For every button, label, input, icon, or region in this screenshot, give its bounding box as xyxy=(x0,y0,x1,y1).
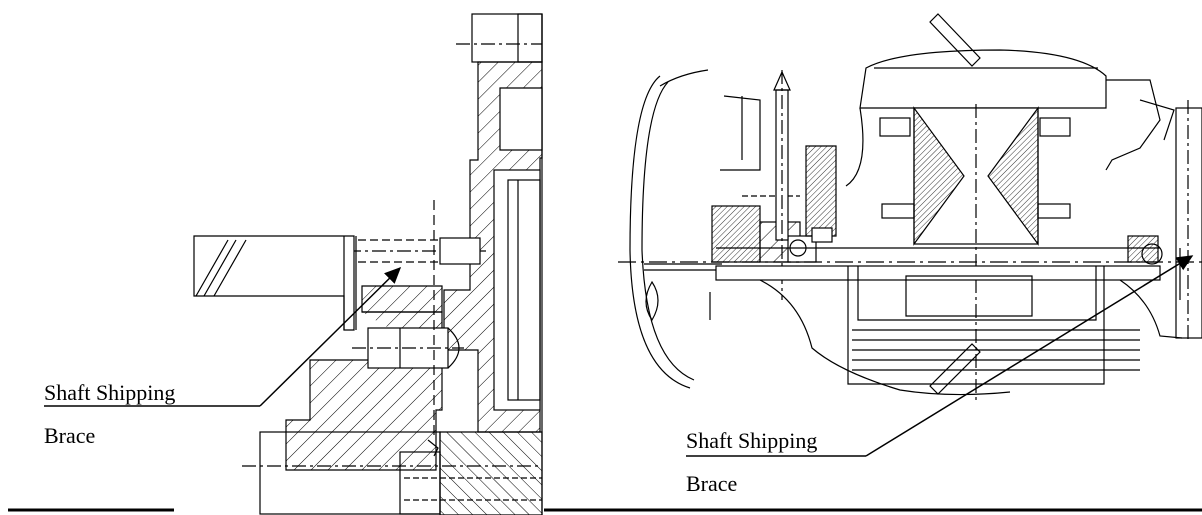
left-callout-leader xyxy=(44,266,402,407)
right-callout-line1: Shaft Shipping xyxy=(686,428,818,453)
right-callout-label: Shaft Shipping Brace xyxy=(686,430,817,495)
motor-section-view xyxy=(618,13,1202,400)
left-callout-label: Shaft Shipping Brace xyxy=(44,382,175,447)
left-detail-view xyxy=(193,13,543,515)
right-callout-leader xyxy=(686,255,1194,457)
right-callout-line2: Brace xyxy=(686,471,738,496)
left-callout-line2: Brace xyxy=(44,423,96,448)
left-callout-line1: Shaft Shipping xyxy=(44,380,176,405)
